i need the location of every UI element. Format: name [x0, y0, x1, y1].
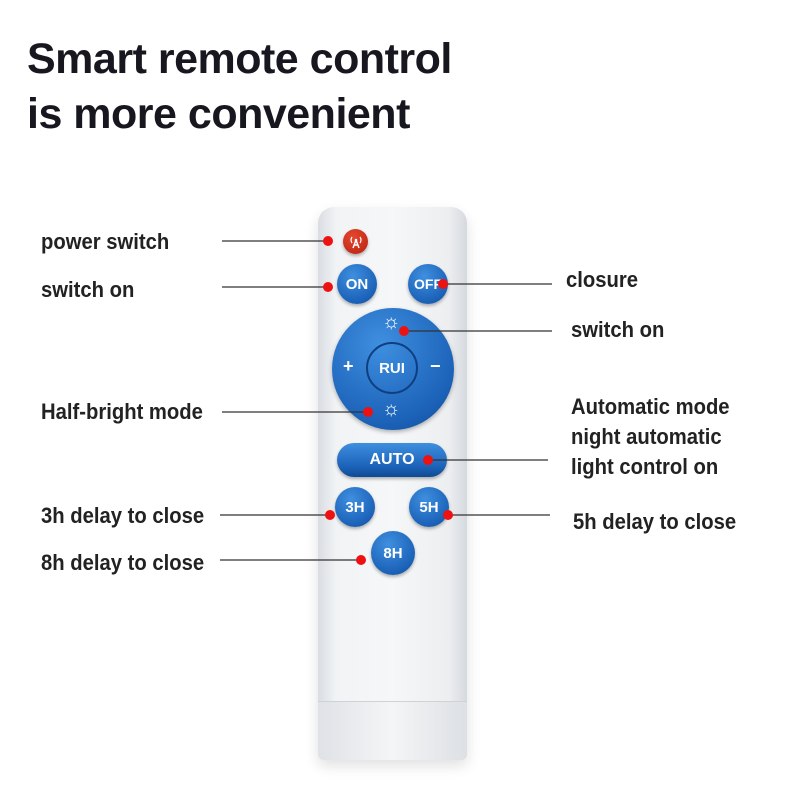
label-half-bright: Half-bright mode	[41, 399, 203, 424]
headline: Smart remote control is more convenient	[27, 32, 452, 142]
dimmer-ring: ☼ ☼ + − RUI	[332, 308, 454, 430]
label-switch-on-left: switch on	[41, 277, 135, 302]
3h-button[interactable]: 3H	[335, 487, 375, 527]
marker-dot	[325, 510, 335, 520]
label-8h-delay: 8h delay to close	[41, 550, 205, 575]
brightness-up-icon[interactable]: ☼	[382, 311, 401, 333]
minus-button[interactable]: −	[430, 356, 441, 376]
marker-dot	[356, 555, 366, 565]
plus-button[interactable]: +	[343, 356, 354, 376]
off-button[interactable]: OFF	[408, 264, 448, 304]
label-power-switch: power switch	[41, 229, 170, 254]
label-5h-delay: 5h delay to close	[573, 509, 737, 534]
battery-cover	[318, 701, 467, 760]
marker-dot	[363, 407, 373, 417]
on-button[interactable]: ON	[337, 264, 377, 304]
marker-dot	[323, 236, 333, 246]
label-auto-line-1: Automatic mode	[571, 394, 730, 419]
label-switch-on-right: switch on	[571, 317, 665, 342]
label-3h-delay: 3h delay to close	[41, 503, 205, 528]
power-icon	[349, 236, 362, 248]
marker-dot	[399, 326, 409, 336]
marker-dot	[423, 455, 433, 465]
marker-dot	[323, 282, 333, 292]
power-button[interactable]	[343, 229, 368, 254]
8h-button[interactable]: 8H	[371, 531, 415, 575]
label-auto-mode: Automatic mode night automatic light con…	[571, 392, 730, 482]
label-auto-line-3: light control on	[571, 454, 719, 479]
label-auto-line-2: night automatic	[571, 424, 722, 449]
half-brightness-icon[interactable]: ☼	[382, 398, 401, 420]
headline-line-2: is more convenient	[27, 90, 410, 138]
rui-button[interactable]: RUI	[366, 342, 418, 394]
marker-dot	[438, 279, 448, 289]
remote-control-body	[318, 207, 467, 760]
marker-dot	[443, 510, 453, 520]
5h-button[interactable]: 5H	[409, 487, 449, 527]
headline-line-1: Smart remote control	[27, 35, 452, 83]
label-closure: closure	[566, 267, 639, 292]
